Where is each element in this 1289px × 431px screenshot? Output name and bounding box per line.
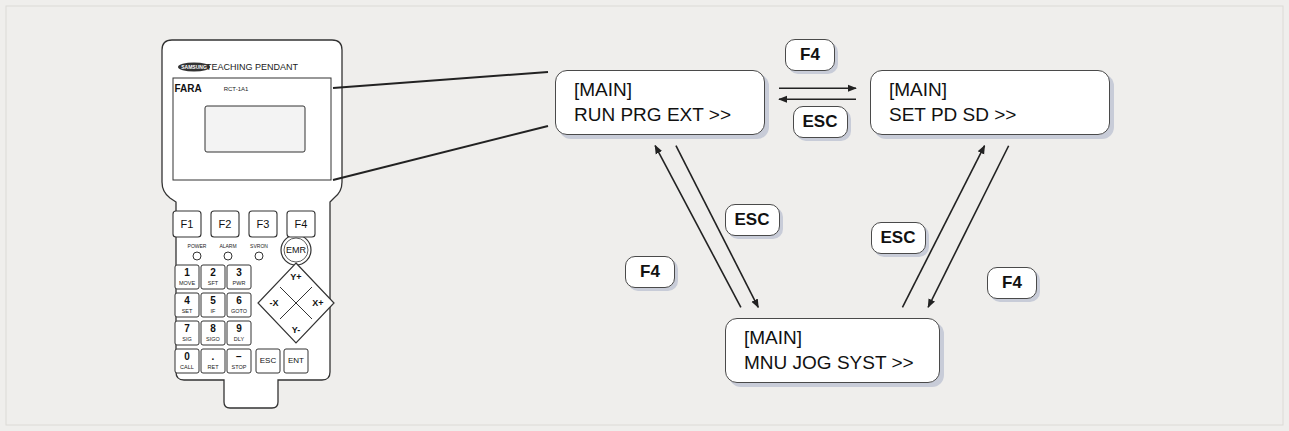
key-label: ESC: [793, 106, 848, 138]
key-function: IF: [211, 309, 216, 315]
keypad-key: [175, 265, 199, 289]
function-key-label: F3: [257, 219, 270, 230]
status-led: [193, 252, 201, 260]
keypad-key: [175, 321, 199, 345]
background-panel: [6, 6, 1283, 425]
key-function: SIGO: [206, 337, 220, 343]
function-key: [211, 211, 239, 237]
key-number: 2: [210, 268, 216, 278]
pendant-housing: [162, 40, 342, 408]
screen-menu: SET PD SD >>: [889, 102, 1095, 127]
led-label: SVRON: [250, 244, 268, 249]
key-label: F4: [987, 267, 1037, 299]
function-key-label: F4: [295, 219, 308, 230]
screen-menu: MNU JOG SYST >>: [744, 350, 925, 375]
key-number: 8: [210, 324, 216, 334]
key-number: 0: [184, 352, 190, 362]
keypad-key: [201, 293, 225, 317]
lcd-screen: [205, 106, 305, 152]
emergency-button: [281, 235, 311, 265]
key-group: [173, 211, 315, 373]
key-number: 7: [184, 324, 190, 334]
key-function: CALL: [180, 365, 194, 371]
led-label: POWER: [188, 244, 207, 249]
direction-pad: [280, 287, 312, 319]
direction-pad: [258, 263, 334, 343]
function-key: [287, 211, 315, 237]
keypad-key: [201, 321, 225, 345]
key-number: 4: [184, 296, 190, 306]
key-function: DLY: [234, 337, 244, 343]
key-function: STOP: [232, 365, 247, 371]
led-label: ALARM: [219, 244, 236, 249]
keypad-key-label: ENT: [288, 357, 304, 365]
status-led: [255, 252, 263, 260]
keypad-key-label: ESC: [260, 357, 276, 365]
screen-title: [MAIN]: [574, 77, 750, 102]
function-key: [249, 211, 277, 237]
key-number: 6: [236, 296, 242, 306]
screen-box: [MAIN]SET PD SD >>: [870, 70, 1110, 135]
screen-menu: RUN PRG EXT >>: [574, 102, 750, 127]
function-key: [173, 211, 201, 237]
key-number: 5: [210, 296, 216, 306]
key-label: F4: [625, 256, 675, 288]
jog-key-label: X+: [312, 299, 323, 308]
keypad-key: [227, 265, 251, 289]
key-number: −: [236, 352, 242, 362]
jog-key-label: Y-: [292, 326, 301, 335]
leader-line: [333, 126, 548, 180]
keypad-key: [256, 349, 280, 373]
display-frame: [173, 78, 331, 180]
screen-box: [MAIN]RUN PRG EXT >>: [555, 70, 765, 135]
key-function: PWR: [233, 281, 246, 287]
keypad-key: [175, 293, 199, 317]
key-function: RET: [208, 365, 219, 371]
model-number: RCT-1A1: [224, 86, 249, 92]
keypad-key: [201, 265, 225, 289]
key-function: GOTO: [231, 309, 247, 315]
key-function: SFT: [208, 281, 218, 287]
brand-logo: SAMSUNG: [181, 65, 207, 70]
keypad-key: [227, 349, 251, 373]
function-key-label: F1: [181, 219, 194, 230]
screen-title: [MAIN]: [889, 77, 1095, 102]
screen-box: [MAIN]MNU JOG SYST >>: [725, 318, 940, 383]
jog-key-label: -X: [270, 299, 279, 308]
key-number: 1: [184, 268, 190, 278]
keypad-key: [284, 349, 308, 373]
key-number: 3: [236, 268, 242, 278]
screen-title: [MAIN]: [744, 325, 925, 350]
keypad-key: [227, 293, 251, 317]
function-key-label: F2: [219, 219, 232, 230]
key-number: .: [212, 352, 215, 362]
key-label: F4: [785, 39, 835, 71]
keypad-key: [175, 349, 199, 373]
logo-oval: [178, 63, 210, 72]
brand-name: FARA: [174, 84, 201, 94]
keypad-key: [201, 349, 225, 373]
emergency-label: EMR: [286, 246, 306, 255]
transition-arrow: [779, 98, 856, 100]
key-function: MOVE: [179, 281, 195, 287]
key-number: 9: [236, 324, 242, 334]
key-function: SET: [182, 309, 193, 315]
transition-arrow: [779, 87, 856, 89]
status-led: [224, 252, 232, 260]
keypad-key: [227, 321, 251, 345]
key-function: SIG: [182, 337, 191, 343]
key-label: ESC: [871, 222, 926, 254]
emergency-button: [284, 238, 308, 262]
jog-key-label: Y+: [290, 273, 301, 282]
leader-line: [333, 72, 548, 88]
key-label: ESC: [725, 204, 780, 236]
device-title: TEACHING PENDANT: [206, 63, 298, 72]
